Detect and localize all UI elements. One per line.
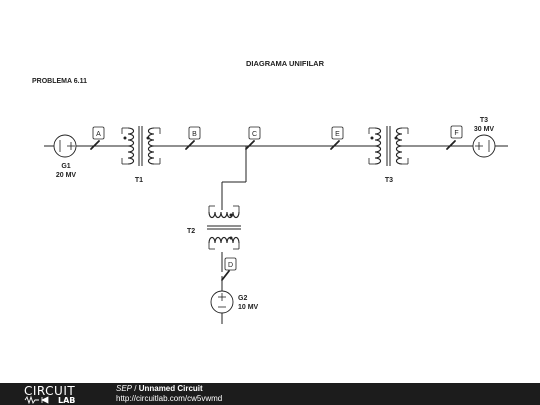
breaker-d[interactable]: D xyxy=(221,257,237,281)
logo-diode-icon xyxy=(41,396,49,404)
bus-f-label: F xyxy=(454,130,458,137)
t3-label: T3 xyxy=(385,177,393,184)
breaker-b[interactable]: B xyxy=(185,126,201,150)
t2-label: T2 xyxy=(187,228,195,235)
logo-resistor-icon xyxy=(24,395,39,404)
circuit-name[interactable]: Unnamed Circuit xyxy=(138,384,203,393)
breadcrumb: SEP / Unnamed Circuit xyxy=(116,384,203,394)
transformer-t3[interactable] xyxy=(368,126,409,166)
circuit-url-link[interactable]: http://circuitlab.com/cw5vwmd xyxy=(116,394,223,403)
breaker-e[interactable]: E xyxy=(330,126,344,150)
bus-d-label: D xyxy=(228,262,233,269)
g2-rating: 10 MV xyxy=(238,304,259,311)
bus-b-label: B xyxy=(192,131,197,138)
breaker-a[interactable]: A xyxy=(90,126,105,150)
breadcrumb-separator: / xyxy=(132,384,139,393)
breaker-c[interactable]: C xyxy=(245,126,261,150)
generator-g2[interactable] xyxy=(210,290,234,314)
circuitlab-logo[interactable]: CIRCUIT LAB xyxy=(24,384,92,404)
bus-c-label: C xyxy=(252,131,257,138)
breaker-f[interactable]: F xyxy=(446,125,463,150)
one-line-diagram: DIAGRAMA UNIFILAR PROBLEMA 6.11 G1 20 MV… xyxy=(32,59,508,324)
diagram-title: DIAGRAMA UNIFILAR xyxy=(246,59,325,68)
logo-text-bottom: LAB xyxy=(58,396,75,404)
branch-to-t2 xyxy=(221,146,247,324)
transformer-t2[interactable] xyxy=(207,205,241,250)
g1-rating: 20 MV xyxy=(56,172,77,179)
transformer-t1[interactable] xyxy=(121,126,161,166)
logo-text-top: CIRCUIT xyxy=(24,384,75,398)
bus-a-label: A xyxy=(96,131,101,138)
g2-name: G2 xyxy=(238,295,247,302)
t3-gen-name: T3 xyxy=(480,117,488,124)
breadcrumb-user[interactable]: SEP xyxy=(116,384,133,393)
bus-e-label: E xyxy=(335,131,340,138)
t3-gen-rating: 30 MV xyxy=(474,126,495,133)
g1-name: G1 xyxy=(61,163,70,170)
generator-t3[interactable] xyxy=(472,134,496,158)
generator-g1[interactable] xyxy=(53,134,77,158)
problem-label: PROBLEMA 6.11 xyxy=(32,78,87,85)
t1-label: T1 xyxy=(135,177,143,184)
footer-bar: CIRCUIT LAB SEP / Unnamed Circuit http:/… xyxy=(0,383,540,405)
